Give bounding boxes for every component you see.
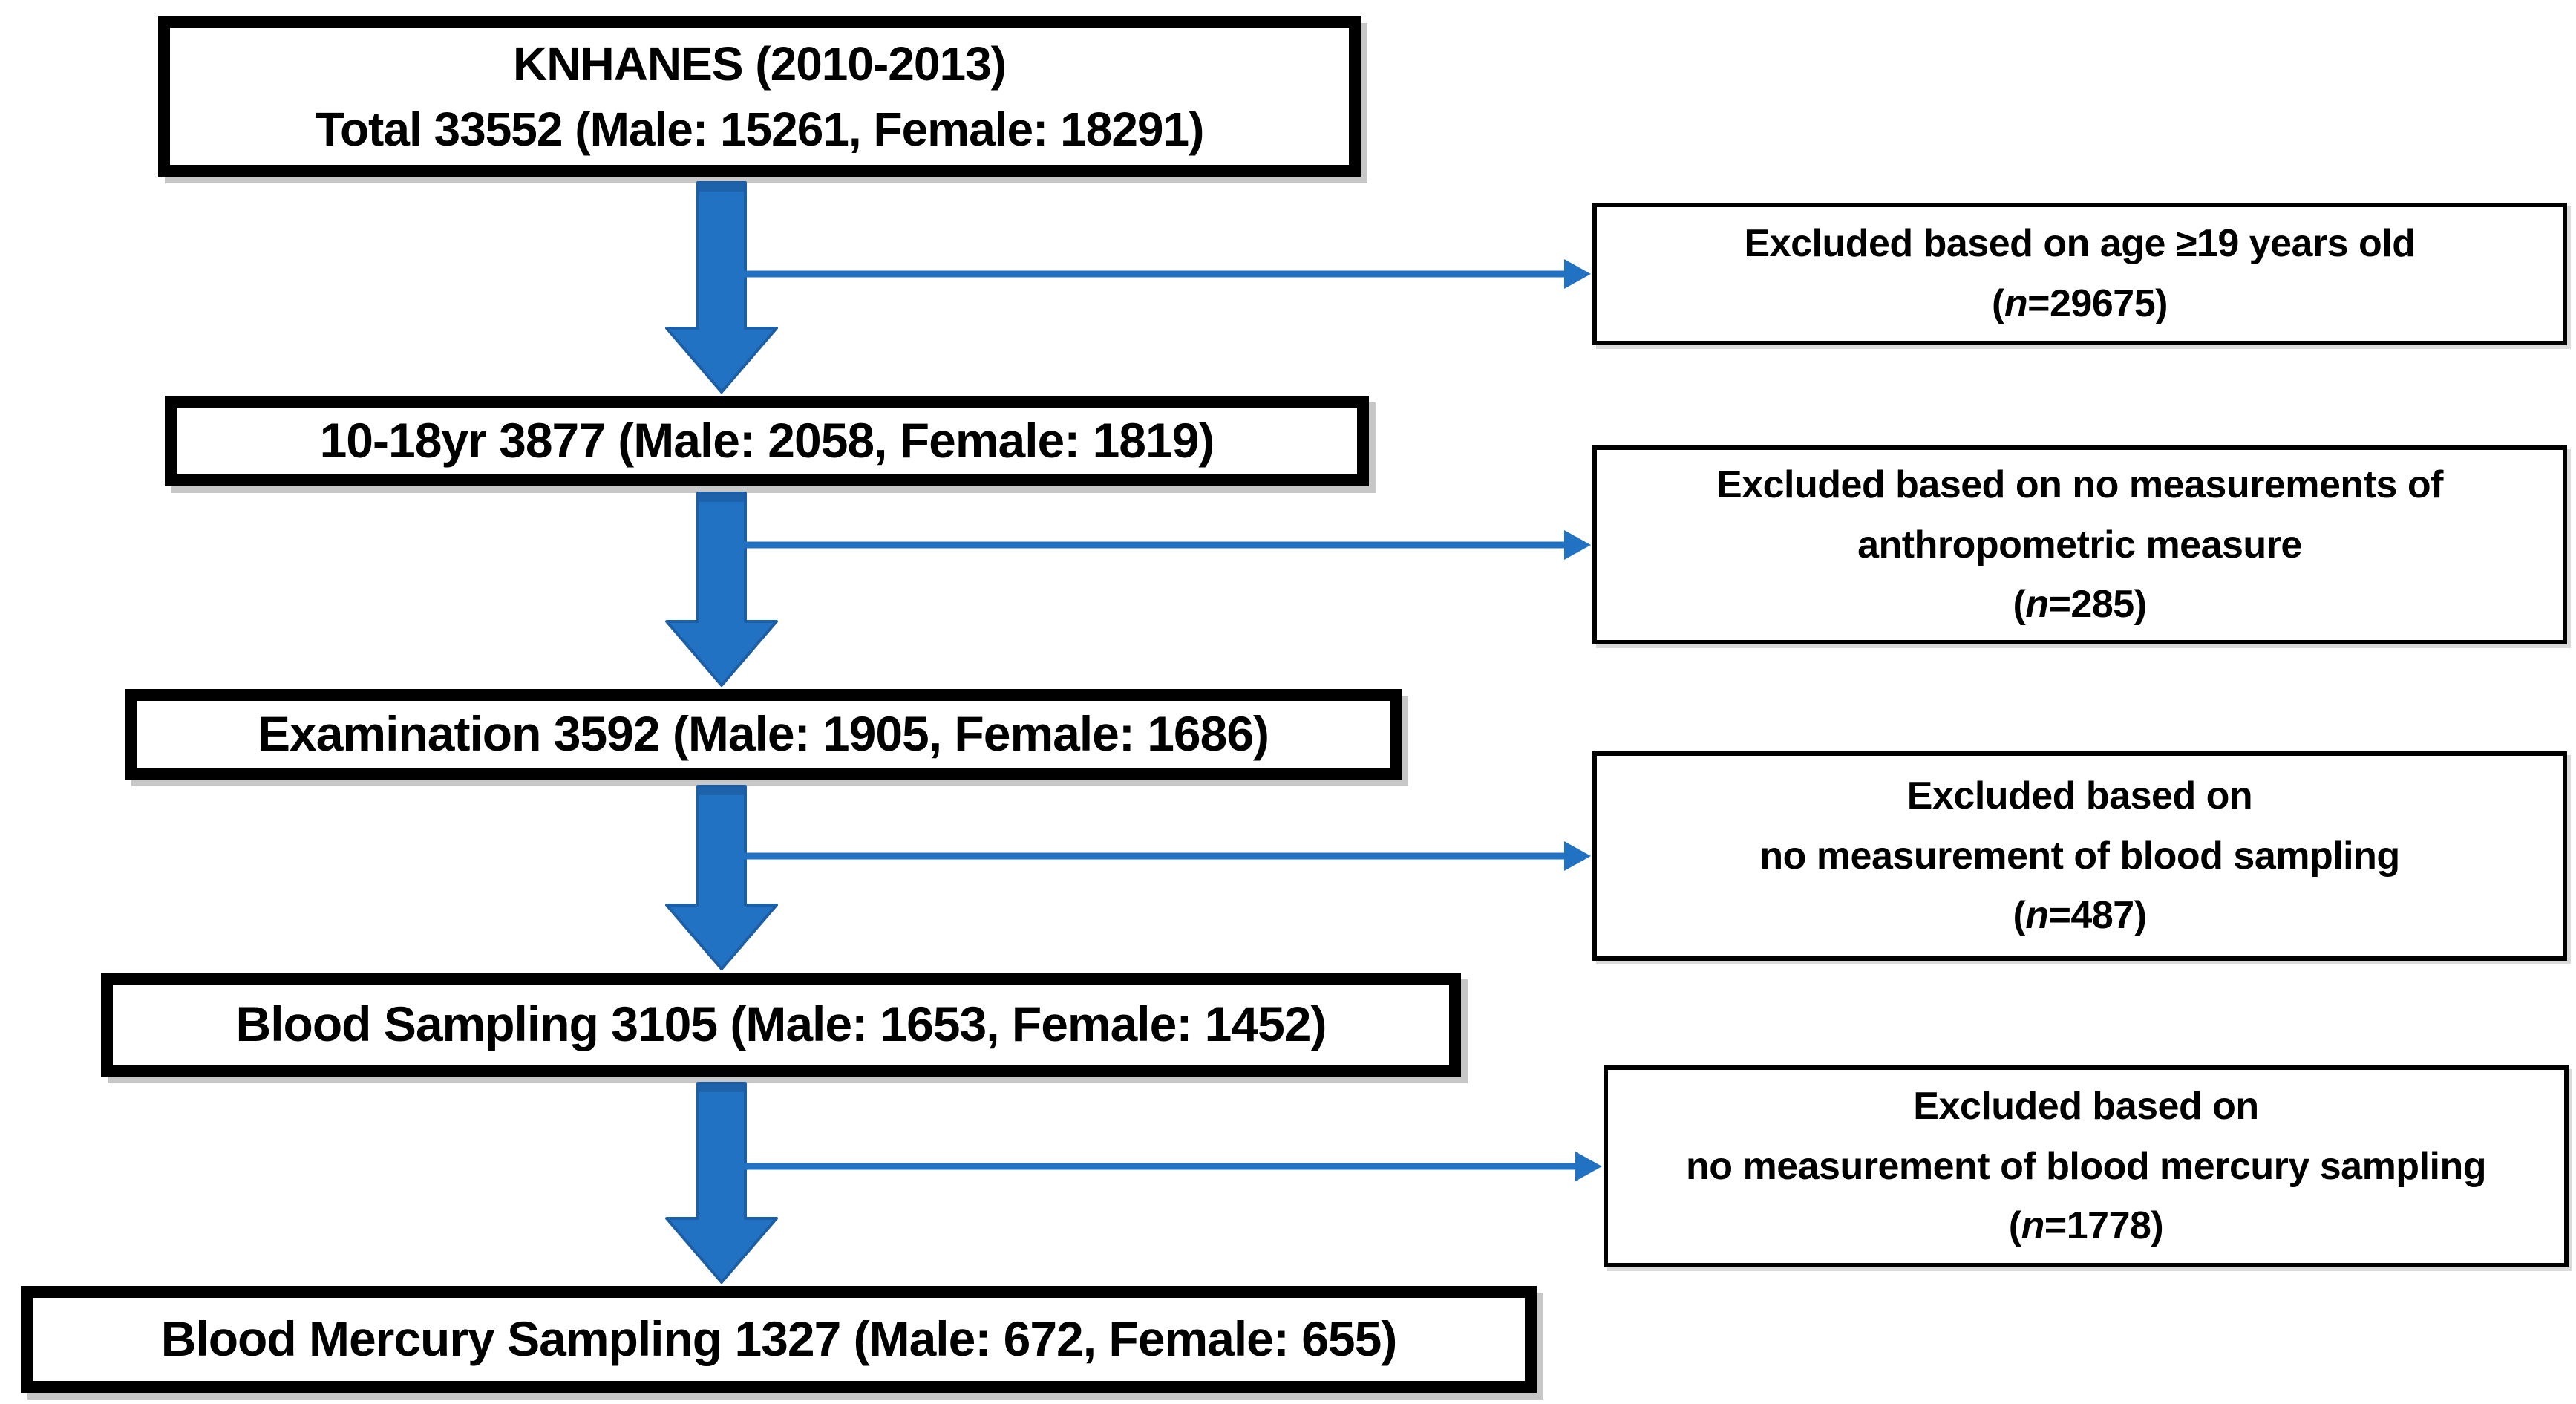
exclusion-reason: Excluded based on xyxy=(1906,774,2253,818)
paren-open: ( xyxy=(1992,282,2004,325)
exclusion-reason: Excluded based on xyxy=(1913,1085,2259,1129)
exclusion-box-blood-mercury: Excluded based on no measurement of bloo… xyxy=(1604,1065,2569,1267)
exclusion-box-age: Excluded based on age ≥19 years old (n=2… xyxy=(1592,203,2567,345)
paren-open: ( xyxy=(2013,894,2026,938)
right-arrow-connector-icon xyxy=(744,1152,1602,1181)
paren-open: ( xyxy=(2013,583,2026,627)
n-symbol: n xyxy=(2025,894,2049,938)
n-value: =29675) xyxy=(2027,282,2168,325)
exclusion-count: (n=487) xyxy=(2013,886,2147,946)
flow-step-blood-sampling: Blood Sampling 3105 (Male: 1653, Female:… xyxy=(101,973,1461,1077)
exclusion-count: (n=29675) xyxy=(1992,274,2168,334)
exclusion-reason: Excluded based on age ≥19 years old xyxy=(1744,222,2416,266)
right-arrow-connector-icon xyxy=(744,259,1591,289)
right-arrow-connector-icon xyxy=(744,530,1591,560)
paren-open: ( xyxy=(2008,1204,2021,1248)
down-arrow-icon xyxy=(665,181,778,394)
n-value: =285) xyxy=(2048,583,2147,627)
flow-step-examination: Examination 3592 (Male: 1905, Female: 16… xyxy=(125,689,1402,780)
n-symbol: n xyxy=(2025,583,2049,627)
n-symbol: n xyxy=(2004,282,2028,325)
exclusion-count: (n=1778) xyxy=(2008,1196,2164,1256)
flow-step-title: KNHANES (2010-2013) xyxy=(513,36,1007,91)
exclusion-reason: anthropometric measure xyxy=(1857,523,2302,567)
down-arrow-icon xyxy=(665,785,778,970)
n-value: =1778) xyxy=(2044,1204,2164,1248)
flow-step-knhanes-total: KNHANES (2010-2013) Total 33552 (Male: 1… xyxy=(158,16,1361,177)
flow-step-count: Blood Sampling 3105 (Male: 1653, Female:… xyxy=(235,996,1327,1052)
flow-step-count: 10-18yr 3877 (Male: 2058, Female: 1819) xyxy=(319,413,1215,468)
down-arrow-icon xyxy=(665,492,778,687)
flow-step-count: Blood Mercury Sampling 1327 (Male: 672, … xyxy=(160,1311,1398,1367)
exclusion-count: (n=285) xyxy=(2013,575,2147,635)
n-symbol: n xyxy=(2021,1204,2045,1248)
exclusion-reason: no measurement of blood sampling xyxy=(1759,834,2400,878)
exclusion-reason: Excluded based on no measurements of xyxy=(1716,463,2443,507)
right-arrow-connector-icon xyxy=(744,841,1591,871)
down-arrow-icon xyxy=(665,1082,778,1284)
flow-step-blood-mercury-sampling: Blood Mercury Sampling 1327 (Male: 672, … xyxy=(21,1286,1537,1393)
flow-step-count: Examination 3592 (Male: 1905, Female: 16… xyxy=(257,706,1269,762)
flow-step-age-10-18: 10-18yr 3877 (Male: 2058, Female: 1819) xyxy=(165,396,1369,486)
n-value: =487) xyxy=(2048,894,2147,938)
exclusion-box-blood-sampling: Excluded based on no measurement of bloo… xyxy=(1592,751,2567,961)
exclusion-box-anthropometric: Excluded based on no measurements of ant… xyxy=(1592,445,2567,644)
exclusion-reason: no measurement of blood mercury sampling xyxy=(1686,1144,2487,1188)
flow-step-count: Total 33552 (Male: 15261, Female: 18291) xyxy=(315,102,1205,156)
